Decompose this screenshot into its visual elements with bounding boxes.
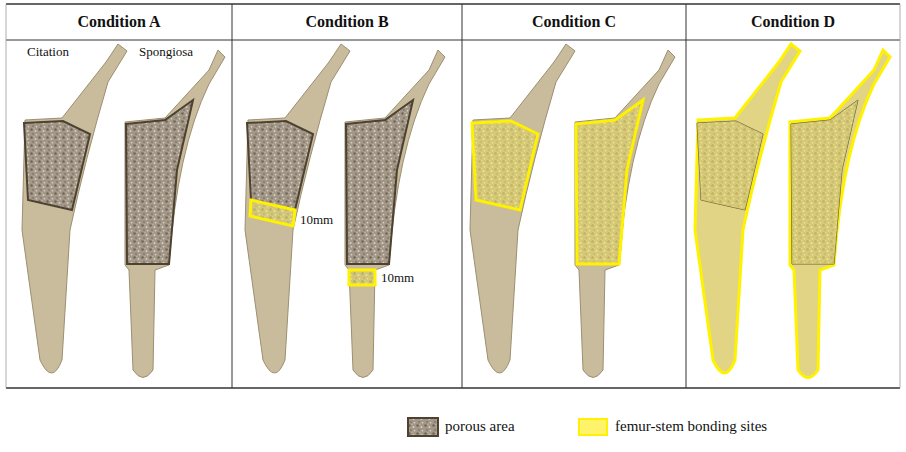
stem-name: Citation <box>27 45 69 60</box>
dimension-label: 10mm <box>300 213 333 228</box>
column-header: Condition D <box>751 13 835 31</box>
column-header: Condition A <box>77 13 160 31</box>
stem-name: Spongiosa <box>139 45 193 60</box>
legend-text: porous area <box>445 418 515 435</box>
column-header: Condition C <box>532 13 616 31</box>
legend-swatch <box>578 418 608 436</box>
legend-text: femur-stem bonding sites <box>615 418 767 435</box>
dimension-label: 10mm <box>381 271 414 286</box>
column-header: Condition B <box>305 13 388 31</box>
